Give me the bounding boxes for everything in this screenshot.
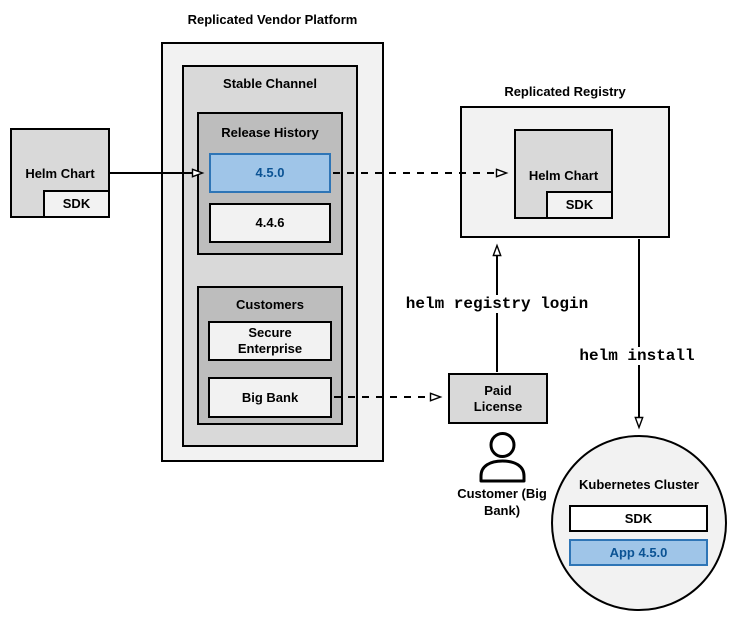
helm-chart-source-label: Helm Chart [25,166,95,181]
cluster-sdk-box: SDK [569,505,708,532]
customer-person-icon [479,432,526,483]
helm-chart-source-sdk-box: SDK [43,190,110,218]
cluster-app-box: App 4.5.0 [569,539,708,566]
stable-channel-title: Stable Channel [223,76,317,91]
registry-sdk-box: SDK [546,191,613,219]
customers-title: Customers [236,297,304,312]
paid-license-label: Paid License [473,382,523,414]
command-helm-registry-login: helm registry login [399,295,595,313]
vendor-platform-title: Replicated Vendor Platform [187,12,358,27]
command-helm-install: helm install [573,347,701,365]
customer-item-big-bank: Big Bank [208,377,332,418]
customer-item-secure-enterprise: Secure Enterprise [208,321,332,361]
release-history-title: Release History [221,125,319,140]
kubernetes-cluster-title: Kubernetes Cluster [579,477,699,492]
release-item-4-5-0: 4.5.0 [209,153,331,193]
paid-license-box: Paid License [448,373,548,424]
customer-label: Customer (Big Bank) [457,486,547,518]
release-item-4-4-6: 4.4.6 [209,203,331,243]
customer-item-label: Secure Enterprise [237,325,303,356]
registry-helm-chart-label: Helm Chart [528,168,599,183]
registry-title: Replicated Registry [504,84,626,99]
